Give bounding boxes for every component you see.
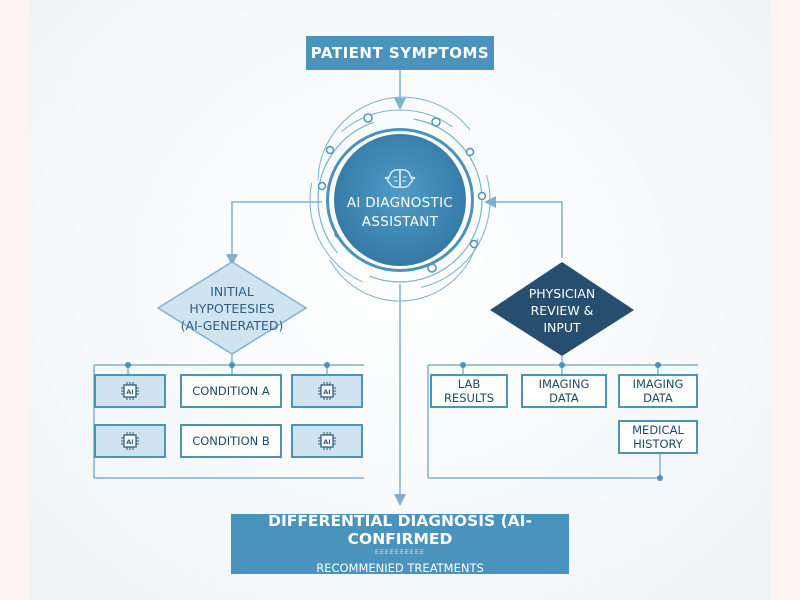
- recommended-treatments-label: RECOMMENIED TREATMENTS: [316, 560, 484, 575]
- medical-history-line1: MEDICAL: [632, 423, 684, 437]
- ai-chip-icon: AI: [318, 382, 336, 400]
- connector-hub-to-left: [226, 201, 322, 266]
- condition-a-label: CONDITION A: [192, 384, 270, 398]
- ai-chip-icon: AI: [318, 432, 336, 450]
- ai-diagnostic-hub: AI DIAGNOSTIC ASSISTANT: [334, 134, 466, 266]
- physician-review-label: PHYSICIAN REVIEW & INPUT: [510, 284, 614, 336]
- patient-symptoms-label: PATIENT SYMPTOMS: [310, 44, 490, 62]
- lab-results-line2: RESULTS: [443, 391, 495, 405]
- initial-hypotheses-line1: INITIAL: [210, 283, 254, 299]
- hub-title-line1: AI DIAGNOSTIC: [346, 195, 454, 211]
- medical-history-line2: HISTORY: [633, 437, 683, 451]
- left-tree-lines: [93, 354, 364, 479]
- ai-chip-box: AI: [291, 374, 363, 408]
- imaging-data-line1: IMAGING: [538, 377, 590, 391]
- left-tree-nodes: [125, 362, 330, 368]
- imaging-data-box-2: IMAGING DATA: [618, 374, 698, 408]
- right-tree-nodes: [460, 362, 663, 481]
- ai-chip-icon: AI: [121, 432, 139, 450]
- initial-hypotheses-line2: HYPOTEESIES: [189, 300, 275, 316]
- imaging-data-box: IMAGING DATA: [521, 374, 607, 408]
- lab-results-box: LAB RESULTS: [430, 374, 508, 408]
- imaging-data-line2: DATA: [549, 391, 579, 405]
- condition-b-label: CONDITION B: [192, 434, 270, 448]
- connector-hub-to-right: [484, 196, 563, 258]
- ai-chip-icon: AI: [121, 382, 139, 400]
- differential-diagnosis-title: DIFFERENTIAL DIAGNOSIS (AI-CONFIRMED: [268, 511, 532, 548]
- differential-diagnosis-box: DIFFERENTIAL DIAGNOSIS (AI-CONFIRMED EEE…: [231, 511, 569, 575]
- ai-chip-text: AI: [323, 438, 330, 446]
- ai-chip-box: AI: [94, 424, 166, 458]
- condition-a-box: CONDITION A: [180, 374, 282, 408]
- ai-chip-text: AI: [323, 388, 330, 396]
- differential-diagnosis-fine-print: EEEEEEEEEE: [375, 548, 425, 556]
- initial-hypotheses-label: INITIAL HYPOTEESIES (AI-GENERATED): [168, 280, 296, 336]
- lab-results-line1: LAB: [457, 377, 481, 391]
- initial-hypotheses-line3: (AI-GENERATED): [180, 317, 284, 333]
- ai-chip-box: AI: [291, 424, 363, 458]
- physician-review-line2: REVIEW &: [530, 302, 594, 318]
- brain-circuit-icon: [384, 169, 416, 189]
- ai-chip-box: AI: [94, 374, 166, 408]
- ai-chip-text: AI: [126, 388, 133, 396]
- hub-title-line2: ASSISTANT: [361, 214, 439, 230]
- patient-symptoms-box: PATIENT SYMPTOMS: [306, 36, 494, 70]
- imaging-data-2-line2: DATA: [643, 391, 673, 405]
- physician-review-line1: PHYSICIAN: [528, 285, 596, 301]
- diamond-physician-review: [490, 262, 634, 356]
- physician-review-line3: INPUT: [543, 319, 581, 335]
- medical-history-box: MEDICAL HISTORY: [618, 420, 698, 454]
- condition-b-box: CONDITION B: [180, 424, 282, 458]
- imaging-data-2-line1: IMAGING: [632, 377, 684, 391]
- ai-chip-text: AI: [126, 438, 133, 446]
